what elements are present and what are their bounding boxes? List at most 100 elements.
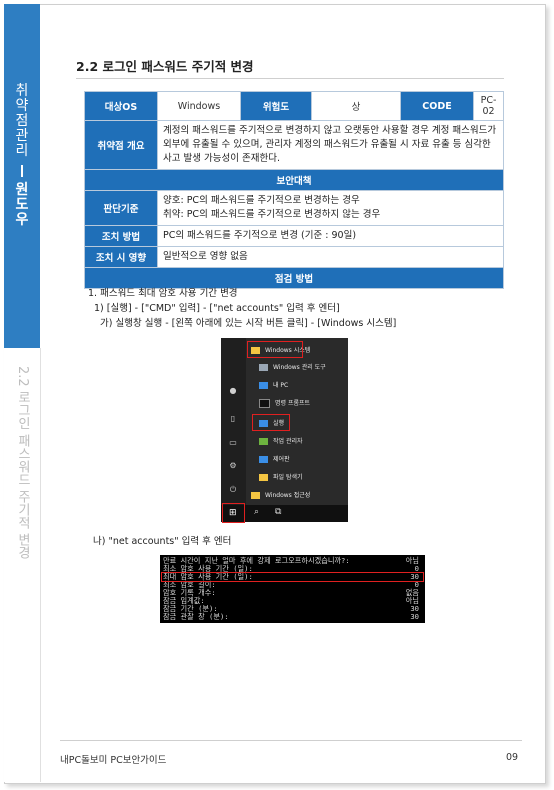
- cmd-row-max-password-age: 최대 암호 사용 기간 (일): 30: [163, 573, 421, 581]
- cmd-row: 암호 기록 개수:없음: [163, 589, 421, 597]
- highlight-max-password-age: [161, 572, 424, 582]
- step-1-2: 가) 실행창 실행 - [왼쪽 아래에 있는 시작 버튼 클릭] - [Wind…: [100, 318, 397, 329]
- windows-start-icon[interactable]: ⊞: [229, 508, 237, 518]
- folder-icon: [251, 492, 260, 499]
- title-divider: [76, 78, 504, 79]
- footer-title: 내PC돌보미 PC보안가이드: [60, 755, 167, 766]
- impact-label: 조치 시 영향: [84, 246, 158, 268]
- code-value: PC-02: [473, 91, 504, 121]
- cmd-value: 30: [410, 612, 419, 621]
- page-title: 2.2 로그인 패스워드 주기적 변경: [76, 59, 254, 74]
- tools-icon: [259, 364, 268, 371]
- cmd-output-screenshot: 만료 시간이 지난 얼마 후에 강제 로그오프하시겠습니까?: 아님 최소 암호 …: [160, 555, 425, 623]
- sidebar-char: 우: [15, 212, 29, 228]
- table-row: 점검 방법: [84, 267, 504, 289]
- footer-divider: [60, 740, 522, 741]
- overview-text: 계정의 패스워드를 주기적으로 변경하지 않고 오랫동안 사용할 경우 계정 패…: [157, 120, 504, 170]
- sidebar-char: 약: [15, 98, 29, 114]
- menu-item-task-manager[interactable]: 작업 관리자: [259, 436, 303, 445]
- cmd-row: 잠금 관찰 창 (분):30: [163, 613, 421, 621]
- cmd-value: 아님: [405, 556, 419, 565]
- step-1-1: 1) [실행] - ["CMD" 입력] - ["net accounts" 입…: [94, 303, 340, 314]
- cmd-row: 최소 암호 길이:0: [163, 581, 421, 589]
- menu-item-label: 내 PC: [273, 382, 289, 389]
- page-number: 09: [506, 752, 519, 763]
- menu-item-my-pc[interactable]: 내 PC: [259, 380, 288, 389]
- target-os-label: 대상OS: [84, 91, 158, 121]
- cmd-key: 잠금 기간 (분):: [163, 604, 218, 613]
- menu-item-label: 실행: [273, 420, 285, 427]
- sidebar-section-label: 2.2 로그인 패스워드 주기적 변경: [15, 366, 30, 560]
- cmd-key: 잠금 임계값:: [163, 596, 205, 605]
- countermeasure-header: 보안대책: [84, 169, 504, 191]
- sidebar-section-band: 2.2 로그인 패스워드 주기적 변경: [4, 348, 41, 782]
- menu-item-label: 파일 탐색기: [273, 474, 303, 481]
- check-method-header: 점검 방법: [84, 267, 504, 289]
- picture-icon: ▭: [229, 438, 237, 447]
- menu-item-file-explorer[interactable]: 파일 탐색기: [259, 472, 303, 481]
- user-icon: ●: [229, 386, 237, 395]
- menu-item-run[interactable]: 실행: [259, 418, 284, 427]
- cmd-value: 30: [410, 572, 419, 581]
- risk-label: 위험도: [240, 91, 312, 121]
- menu-item-accessibility[interactable]: Windows 접근성: [251, 490, 310, 499]
- sidebar-char: 원: [15, 182, 29, 198]
- power-icon: ⏻: [229, 485, 237, 494]
- menu-item-cmd[interactable]: 명령 프롬프트: [259, 398, 310, 408]
- sidebar-char: 취: [15, 83, 29, 99]
- sidebar-chapter-label: 취 약 점 관 리 원 도 우: [4, 84, 40, 228]
- cmd-key: 암호 기록 개수:: [163, 588, 216, 597]
- menu-item-control-panel[interactable]: 제어판: [259, 454, 290, 463]
- sidebar-char: 점: [15, 113, 29, 129]
- folder-icon: [251, 347, 260, 354]
- menu-item-label: Windows 시스템: [265, 347, 311, 354]
- run-icon: [259, 420, 268, 427]
- menu-item-label: Windows 접근성: [265, 492, 311, 499]
- search-icon[interactable]: ⌕: [254, 507, 260, 517]
- cmd-value: 0: [414, 580, 419, 589]
- criteria-text: 양호: PC의 패스워드를 주기적으로 변경하는 경우 취약: PC의 패스워드…: [157, 190, 504, 226]
- task-view-icon[interactable]: ⧉: [275, 507, 282, 517]
- highlight-start-button: [222, 503, 245, 523]
- table-row: 조치 방법 PC의 패스워드를 주기적으로 변경 (기준 : 90일): [84, 225, 504, 247]
- cmd-value: 아님: [405, 596, 419, 605]
- menu-item-label: Windows 관리 도구: [273, 364, 326, 371]
- cmd-key: 최대 암호 사용 기간 (일):: [163, 572, 253, 581]
- terminal-icon: [259, 399, 270, 408]
- check-steps: 1. 패스워드 최대 암호 사용 기간 변경 1) [실행] - ["CMD" …: [88, 286, 396, 331]
- control-panel-icon: [259, 456, 268, 463]
- cmd-row: 만료 시간이 지난 얼마 후에 강제 로그오프하시겠습니까?: 아님: [163, 557, 421, 565]
- impact-text: 일반적으로 영향 없음: [157, 246, 504, 268]
- menu-item-label: 작업 관리자: [273, 438, 303, 445]
- start-menu-screenshot: ● ▯ ▭ ⚙ ⏻ Windows 시스템 Windows 관리 도구 내 PC…: [221, 338, 348, 523]
- document-icon: ▯: [230, 414, 236, 423]
- sidebar: 취 약 점 관 리 원 도 우 2.2 로그인 패스워드 주기적 변경: [4, 4, 41, 782]
- table-row: 대상OS Windows 위험도 상 CODE PC-02: [84, 91, 504, 121]
- sidebar-divider: [21, 165, 23, 177]
- criteria-label: 판단기준: [84, 190, 158, 226]
- criteria-good: 양호: PC의 패스워드를 주기적으로 변경하는 경우: [163, 195, 360, 206]
- step-1-3: 나) "net accounts" 입력 후 엔터: [93, 536, 232, 547]
- menu-item-admin-tools[interactable]: Windows 관리 도구: [259, 362, 326, 371]
- criteria-bad: 취약: PC의 패스워드를 주기적으로 변경하지 않는 경우: [163, 209, 381, 220]
- table-row: 조치 시 영향 일반적으로 영향 없음: [84, 246, 504, 268]
- highlight-run: [252, 414, 290, 431]
- menu-item-label: 제어판: [273, 456, 290, 463]
- menu-item-windows-system[interactable]: Windows 시스템: [251, 345, 310, 354]
- cmd-value: 0: [414, 564, 419, 573]
- cmd-key: 만료 시간이 지난 얼마 후에 강제 로그오프하시겠습니까?:: [163, 556, 350, 565]
- cmd-key: 최소 암호 사용 기간 (일):: [163, 564, 253, 573]
- step-1: 1. 패스워드 최대 암호 사용 기간 변경: [88, 288, 238, 299]
- taskbar: ⊞ ⌕ ⧉: [221, 505, 348, 522]
- settings-icon: ⚙: [229, 461, 237, 470]
- cmd-value: 30: [410, 604, 419, 613]
- sidebar-char: 관: [15, 128, 29, 144]
- overview-label: 취약점 개요: [84, 120, 158, 170]
- table-row: 보안대책: [84, 169, 504, 191]
- highlight-windows-system: [247, 341, 303, 358]
- action-text: PC의 패스워드를 주기적으로 변경 (기준 : 90일): [157, 225, 504, 247]
- code-label: CODE: [400, 91, 474, 121]
- risk-value: 상: [311, 91, 401, 121]
- info-table: 대상OS Windows 위험도 상 CODE PC-02 취약점 개요 계정의…: [84, 91, 504, 289]
- explorer-icon: [259, 474, 268, 481]
